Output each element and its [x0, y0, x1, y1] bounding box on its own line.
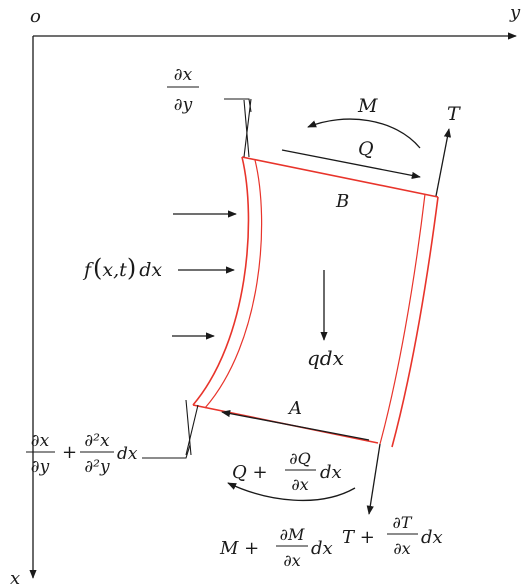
beam-element: B A — [192, 156, 439, 448]
vertical-load-label: qdx — [307, 346, 344, 370]
top-shear-arrow — [281, 149, 421, 179]
top-slope-annotation: ∂x ∂y — [167, 65, 252, 158]
bottom-tension-denominator: ∂x — [393, 539, 410, 558]
point-a-label: A — [287, 398, 302, 419]
top-shear-label: Q — [358, 138, 374, 160]
bottom-moment-numerator: ∂M — [280, 525, 305, 544]
bottom-slope-plus: + — [62, 442, 77, 463]
lateral-load-dx: dx — [139, 259, 162, 281]
top-slope-leader — [224, 98, 252, 113]
top-forces: M Q T — [281, 95, 461, 197]
bottom-slope-leader — [142, 444, 191, 459]
bottom-shear-numerator: ∂Q — [289, 449, 310, 468]
right-outer-edge — [391, 196, 439, 448]
bottom-slope-tangent-line — [185, 399, 192, 456]
origin-label: o — [30, 6, 41, 27]
vertical-load: qdx — [307, 270, 344, 370]
bottom-slope-b-numerator: ∂²x — [84, 431, 110, 451]
bottom-slope-b-denominator: ∂²y — [84, 457, 110, 477]
left-inner-edge — [204, 159, 263, 409]
lateral-load: f(x,t)dx — [82, 210, 237, 340]
bottom-tension-arrow — [366, 443, 381, 515]
bottom-shear-base: Q + — [232, 462, 268, 483]
bottom-tension-numerator: ∂T — [393, 513, 413, 532]
bottom-moment-dx: dx — [311, 538, 333, 559]
bottom-slope-a-numerator: ∂x — [31, 431, 50, 451]
top-slope-tangent-line — [243, 99, 250, 158]
top-moment-label: M — [357, 95, 378, 117]
top-slope-tangent-line-2 — [243, 98, 252, 158]
bottom-slope-annotation: ∂x ∂y + ∂²x ∂²y dx — [26, 399, 199, 477]
bottom-moment-base: M + — [219, 538, 259, 559]
bottom-shear-dx: dx — [320, 462, 342, 483]
top-tension-arrow — [435, 128, 452, 197]
bottom-shear-denominator: ∂x — [291, 475, 308, 494]
lateral-load-args: x,t — [102, 259, 127, 281]
bottom-moment-arrow — [227, 482, 356, 502]
lateral-load-label: f(x,t)dx — [82, 254, 162, 282]
top-slope-numerator: ∂x — [174, 65, 193, 85]
bottom-tension-base: T + — [342, 527, 375, 548]
x-axis-label: x — [10, 568, 20, 588]
bottom-slope-tangent-line-2 — [185, 404, 199, 456]
bottom-shear-arrow — [221, 409, 370, 441]
bottom-moment-denominator: ∂x — [283, 551, 300, 570]
y-axis-label: y — [509, 2, 521, 23]
bottom-slope-a-denominator: ∂y — [31, 457, 50, 477]
left-outer-edge — [192, 156, 250, 406]
coordinate-axes: o y x — [10, 2, 521, 588]
right-inner-edge — [379, 193, 426, 445]
top-edge — [241, 156, 439, 198]
top-tension-label: T — [447, 103, 461, 125]
bottom-slope-dx: dx — [117, 444, 138, 464]
lateral-load-f: f — [82, 259, 94, 281]
top-slope-denominator: ∂y — [174, 95, 193, 115]
bottom-forces: Q + ∂Q ∂x dx M + ∂M ∂x dx T + ∂T ∂x dx — [219, 409, 443, 570]
point-b-label: B — [335, 191, 349, 212]
top-moment-arrow — [307, 118, 421, 149]
bottom-tension-dx: dx — [421, 527, 443, 548]
